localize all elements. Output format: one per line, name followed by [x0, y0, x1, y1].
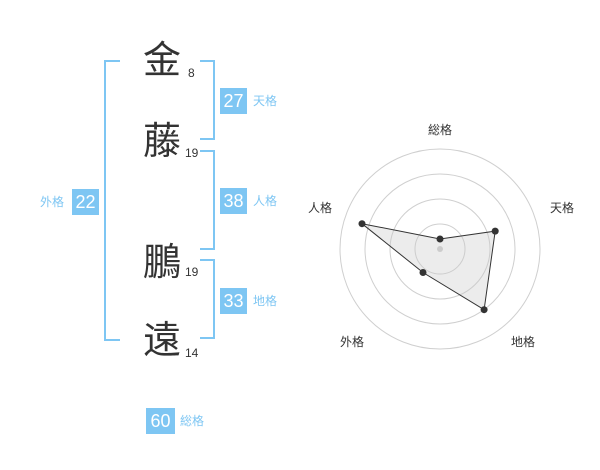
jinkaku-value: 38 [220, 188, 247, 214]
radar-rings [339, 148, 541, 350]
tenkaku-label: 天格 [253, 94, 278, 108]
name-char-2: 藤 [143, 119, 182, 163]
radar-label-tenkaku: 天格 [550, 200, 574, 215]
radar-ring [414, 223, 466, 275]
radar-label-gaikaku: 外格 [340, 334, 364, 349]
stroke-count-4: 14 [185, 346, 199, 360]
radar-point-2 [491, 227, 499, 235]
soukaku-value: 60 [146, 408, 175, 434]
chikaku-bracket [200, 259, 215, 339]
radar-points [358, 220, 499, 314]
tenkaku-bracket [200, 60, 215, 140]
name-char-4: 遠 [143, 318, 182, 362]
radar-label-jinkaku: 人格 [308, 200, 332, 215]
radar-point-4 [419, 269, 427, 276]
radar-label-chikaku: 地格 [511, 334, 535, 349]
stroke-count-3: 19 [185, 265, 199, 279]
radar-point-5 [358, 220, 366, 228]
gaikaku-value: 22 [72, 189, 99, 215]
radar-ring [364, 173, 516, 325]
name-char-3: 鵬 [143, 240, 182, 284]
soukaku-label: 総格 [180, 414, 205, 428]
jinkaku-bracket [200, 150, 215, 250]
chikaku-value: 33 [220, 288, 247, 314]
stroke-count-2: 19 [185, 146, 199, 160]
radar-label-soukaku: 総格 [428, 122, 452, 137]
jinkaku-label: 人格 [253, 194, 278, 208]
radar-chart: 総格 天格 地格 外格 人格 [308, 122, 574, 350]
gaikaku-bracket [104, 60, 120, 341]
stroke-count-1: 8 [188, 66, 195, 80]
radar-area [361, 223, 496, 311]
radar-ring [389, 198, 491, 300]
radar-point-1 [436, 235, 444, 243]
radar-center [437, 246, 443, 252]
tenkaku-value: 27 [220, 88, 247, 114]
gaikaku-label: 外格 [40, 195, 65, 209]
radar-ring [339, 148, 541, 350]
chikaku-label: 地格 [253, 294, 278, 308]
radar-point-3 [480, 306, 488, 314]
name-char-1: 金 [143, 38, 182, 82]
